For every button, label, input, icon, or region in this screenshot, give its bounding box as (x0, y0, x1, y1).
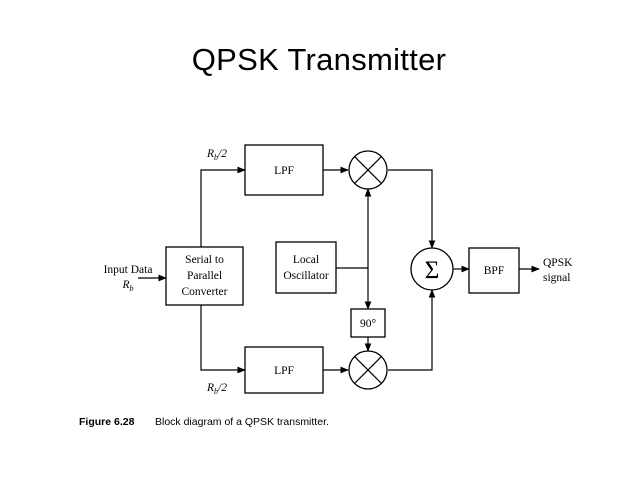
local-oscillator-block: Local Oscillator (275, 241, 337, 294)
signal-wires (138, 166, 540, 374)
bpf-label: BPF (484, 265, 504, 277)
figure-caption: Figure 6.28 Block diagram of a QPSK tran… (79, 416, 329, 428)
lower-branch-wire (200, 305, 246, 374)
input-rate-label: Rb (121, 279, 133, 293)
upper-mixer-to-summer-wire (388, 169, 436, 249)
figure-number: Figure 6.28 (79, 416, 135, 428)
lower-mixer-icon (348, 350, 388, 390)
input-data-label: Input Data (104, 264, 153, 276)
bpf-block: BPF (468, 247, 520, 294)
oscillator-line1: Local (293, 254, 319, 266)
serial-to-parallel-block: Serial to Parallel Converter (165, 246, 244, 306)
summer-block: Σ (410, 247, 454, 291)
serial-to-parallel-line1: Serial to (185, 254, 224, 266)
upper-lpf-label: LPF (274, 165, 294, 177)
lower-mixer-to-summer-wire (388, 289, 436, 371)
upper-lpf-block: LPF (244, 144, 324, 196)
summer-symbol: Σ (425, 257, 440, 284)
output-label-line2: signal (543, 272, 570, 284)
upper-rate-label: Rb/2 (206, 148, 227, 162)
serial-to-parallel-line3: Converter (182, 286, 228, 298)
output-label-line1: QPSK (543, 257, 573, 269)
lower-rate-label: Rb/2 (206, 382, 227, 396)
upper-mixer-icon (348, 150, 388, 190)
slide-title: QPSK Transmitter (191, 42, 447, 77)
oscillator-line2: Oscillator (283, 270, 329, 282)
upper-branch-wire (200, 166, 246, 247)
phase-shifter-block: 90° (350, 308, 386, 338)
lower-lpf-label: LPF (274, 365, 294, 377)
lower-lpf-block: LPF (244, 346, 324, 394)
figure-caption-text: Block diagram of a QPSK transmitter. (155, 416, 329, 428)
serial-to-parallel-line2: Parallel (187, 270, 222, 282)
phase-shifter-label: 90° (360, 318, 377, 330)
